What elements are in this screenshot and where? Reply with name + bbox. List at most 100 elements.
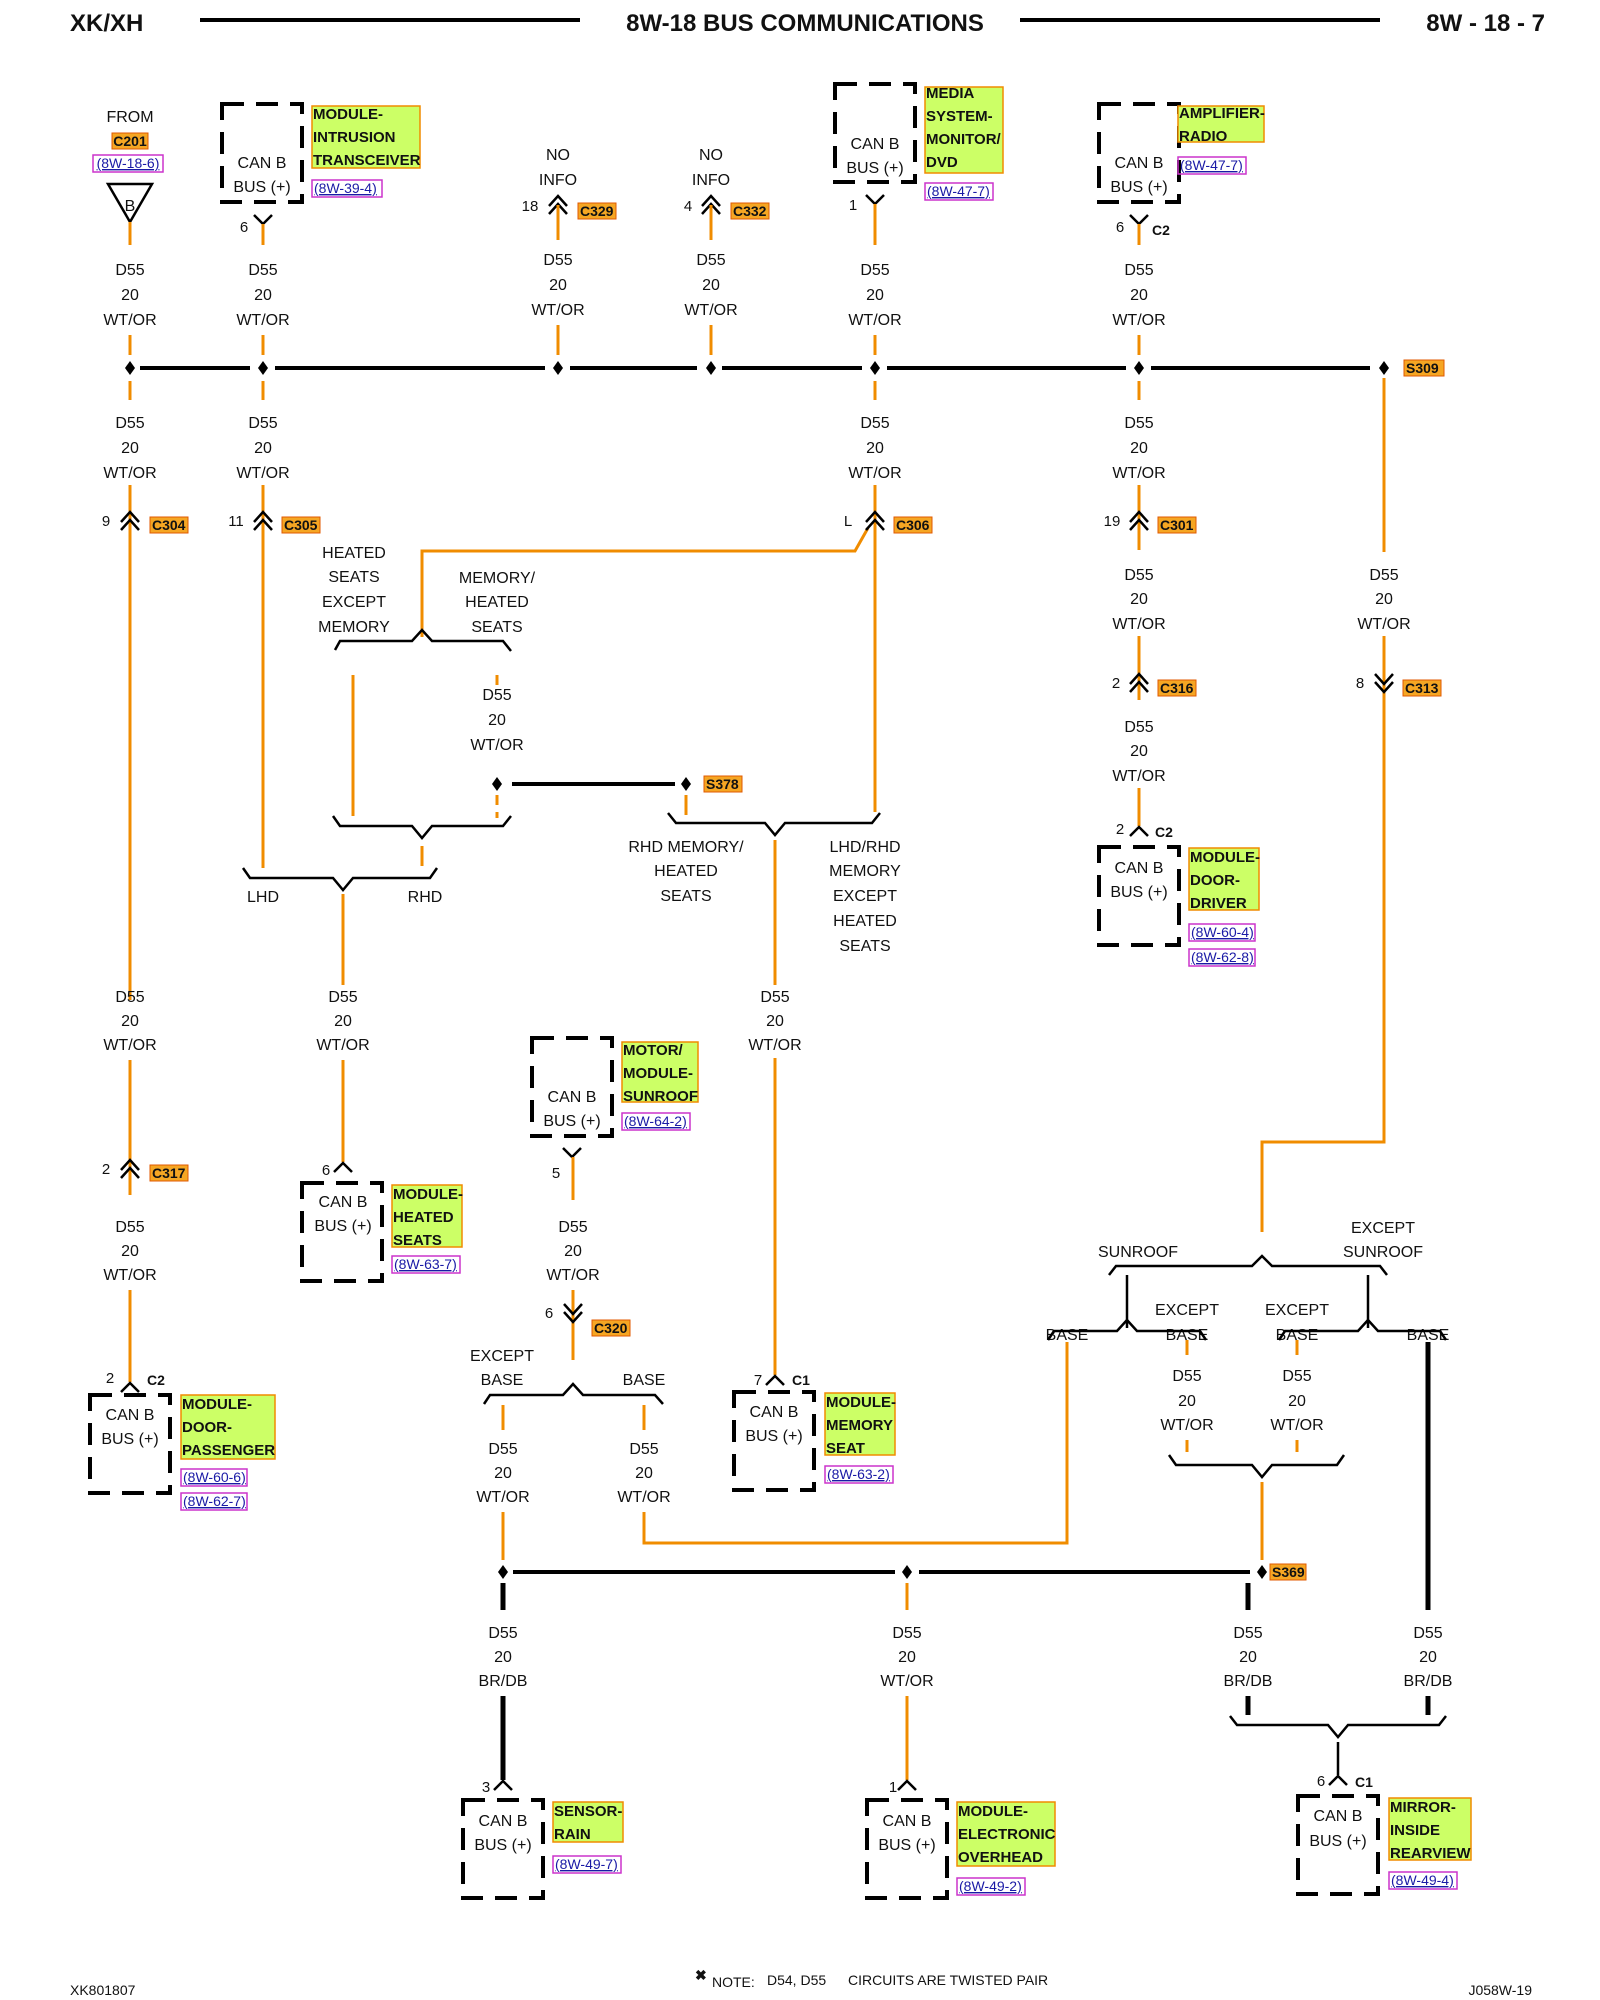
wire-label: D55 20 WT/OR	[1357, 567, 1410, 633]
svg-text:D55: D55	[543, 252, 572, 269]
svg-text:20: 20	[1288, 1393, 1306, 1410]
svg-text:D55: D55	[629, 1441, 658, 1458]
ref-link[interactable]: (8W-49-2)	[959, 1878, 1022, 1894]
wire-label: D55 20 WT/OR	[236, 415, 289, 482]
connector-c305: 11 C305	[228, 510, 321, 534]
source-c201: FROM C201 (8W-18-6) B	[92, 109, 164, 225]
ref-link[interactable]: (8W-18-6)	[97, 155, 160, 171]
svg-text:D55: D55	[892, 1625, 921, 1642]
svg-text:20: 20	[549, 277, 567, 294]
svg-text:6: 6	[322, 1162, 330, 1179]
option-memory-heated: MEMORY/ HEATED SEATS	[459, 570, 536, 636]
option-brace	[331, 815, 512, 840]
svg-text:AMPLIFIER-: AMPLIFIER-	[1179, 105, 1265, 122]
ref-link[interactable]: (8W-49-4)	[1391, 1872, 1454, 1888]
module-door-driver[interactable]: 2 C2 CAN B BUS (+) MODULE- DOOR- DRIVER …	[1097, 821, 1260, 967]
ref-link[interactable]: (8W-62-8)	[1191, 949, 1254, 965]
ref-link[interactable]: (8W-60-4)	[1191, 924, 1254, 940]
svg-text:INTRUSION: INTRUSION	[313, 129, 396, 146]
ref-link[interactable]: (8W-47-7)	[927, 183, 990, 199]
svg-text:C306: C306	[896, 517, 930, 533]
svg-text:SEATS: SEATS	[393, 1232, 442, 1249]
svg-text:WT/OR: WT/OR	[1112, 312, 1165, 329]
wire-label: D55 20 WT/OR	[546, 1219, 599, 1284]
svg-text:7: 7	[754, 1372, 762, 1389]
module-memory-seat[interactable]: 7 C1 CAN B BUS (+) MODULE- MEMORY SEAT (…	[732, 1372, 896, 1492]
svg-text:1: 1	[849, 197, 857, 214]
svg-text:WT/OR: WT/OR	[1270, 1417, 1323, 1434]
ref-link[interactable]: (8W-64-2)	[624, 1113, 687, 1129]
module-amplifier-radio[interactable]: CAN B BUS (+) AMPLIFIER- RADIO (8W-47-7)…	[1097, 102, 1265, 238]
svg-text:WT/OR: WT/OR	[848, 465, 901, 482]
module-heated-seats[interactable]: 6 CAN B BUS (+) MODULE- HEATED SEATS (8W…	[300, 1161, 463, 1283]
svg-text:MONITOR/: MONITOR/	[926, 131, 1002, 148]
svg-text:D55: D55	[488, 1625, 517, 1642]
wire-label: D55 20 WT/OR	[1112, 262, 1165, 329]
wire-label: D55 20 WT/OR	[1160, 1368, 1213, 1434]
svg-text:MEMORY/: MEMORY/	[459, 570, 536, 587]
svg-text:20: 20	[1239, 1649, 1257, 1666]
svg-text:CAN B: CAN B	[750, 1404, 799, 1421]
ref-link[interactable]: (8W-47-7)	[1180, 157, 1243, 173]
connector-c306: L C306	[844, 510, 933, 534]
no-info-c329: NO INFO 18 C329	[522, 147, 617, 220]
svg-text:CAN B: CAN B	[319, 1194, 368, 1211]
ref-link[interactable]: (8W-60-6)	[183, 1469, 246, 1485]
wire-label: D55 20 WT/OR	[684, 252, 737, 319]
option-brace	[333, 628, 512, 652]
svg-text:20: 20	[121, 440, 139, 457]
module-electronic-overhead[interactable]: 1 CAN B BUS (+) MODULE- ELECTRONIC OVERH…	[865, 1779, 1056, 1900]
svg-text:BUS (+): BUS (+)	[233, 179, 290, 196]
svg-text:MODULE-: MODULE-	[313, 106, 383, 123]
svg-text:CAN B: CAN B	[1314, 1808, 1363, 1825]
svg-text:20: 20	[494, 1649, 512, 1666]
svg-text:20: 20	[898, 1649, 916, 1666]
svg-text:20: 20	[1130, 287, 1148, 304]
ref-link[interactable]: (8W-49-7)	[555, 1856, 618, 1872]
svg-text:BUS (+): BUS (+)	[846, 160, 903, 177]
wire-label: D55 20 BR/DB	[479, 1625, 528, 1690]
svg-text:20: 20	[1178, 1393, 1196, 1410]
svg-text:MIRROR-: MIRROR-	[1390, 1799, 1456, 1816]
ref-link[interactable]: (8W-63-2)	[827, 1466, 890, 1482]
module-media-system[interactable]: CAN B BUS (+) MEDIA SYSTEM- MONITOR/ DVD…	[833, 82, 1004, 214]
svg-text:SEATS: SEATS	[839, 938, 890, 955]
svg-text:D55: D55	[696, 252, 725, 269]
wire-label: D55 20 WT/OR	[103, 989, 156, 1054]
svg-text:BR/DB: BR/DB	[479, 1673, 528, 1690]
svg-text:MODULE-: MODULE-	[958, 1803, 1028, 1820]
svg-text:20: 20	[254, 287, 272, 304]
svg-text:LHD/RHD: LHD/RHD	[829, 839, 900, 856]
svg-text:INFO: INFO	[539, 172, 577, 189]
wire-label: D55 20 WT/OR	[1112, 567, 1165, 633]
svg-text:20: 20	[1130, 440, 1148, 457]
module-intrusion-transceiver[interactable]: CAN B BUS (+) MODULE- INTRUSION TRANSCEI…	[220, 102, 421, 236]
svg-text:5: 5	[552, 1165, 560, 1182]
svg-text:D55: D55	[328, 989, 357, 1006]
module-door-passenger[interactable]: 2 C2 CAN B BUS (+) MODULE- DOOR- PASSENG…	[88, 1370, 276, 1511]
ref-link[interactable]: (8W-63-7)	[394, 1256, 457, 1272]
module-mirror-inside-rearview[interactable]: 6 C1 CAN B BUS (+) MIRROR- INSIDE REARVI…	[1296, 1773, 1472, 1896]
svg-text:L: L	[844, 513, 852, 530]
svg-text:18: 18	[522, 198, 539, 215]
svg-text:WT/OR: WT/OR	[1112, 616, 1165, 633]
wire-label: D55 20 WT/OR	[617, 1441, 670, 1506]
svg-text:BASE: BASE	[481, 1372, 524, 1389]
splice-s309: S309	[1403, 359, 1445, 377]
svg-text:WT/OR: WT/OR	[880, 1673, 933, 1690]
ref-link[interactable]: (8W-62-7)	[183, 1493, 246, 1509]
module-sunroof[interactable]: CAN B BUS (+) MOTOR/ MODULE- SUNROOF (8W…	[530, 1036, 699, 1182]
svg-text:C316: C316	[1160, 680, 1194, 696]
svg-text:SUNROOF: SUNROOF	[1343, 1244, 1423, 1261]
wire-label: D55 20 WT/OR	[103, 262, 156, 329]
module-rain-sensor[interactable]: 3 CAN B BUS (+) SENSOR- RAIN (8W-49-7)	[461, 1779, 624, 1900]
wire-label: D55 20 WT/OR	[1270, 1368, 1323, 1434]
svg-text:DOOR-: DOOR-	[182, 1419, 232, 1436]
svg-text:2: 2	[1112, 675, 1120, 692]
option-rhd: RHD	[408, 889, 443, 906]
wire-label: D55 20 WT/OR	[103, 415, 156, 482]
ref-link[interactable]: (8W-39-4)	[314, 180, 377, 196]
svg-text:CIRCUITS ARE TWISTED PAIR: CIRCUITS ARE TWISTED PAIR	[848, 1972, 1048, 1988]
svg-text:20: 20	[1375, 591, 1393, 608]
svg-text:20: 20	[866, 287, 884, 304]
